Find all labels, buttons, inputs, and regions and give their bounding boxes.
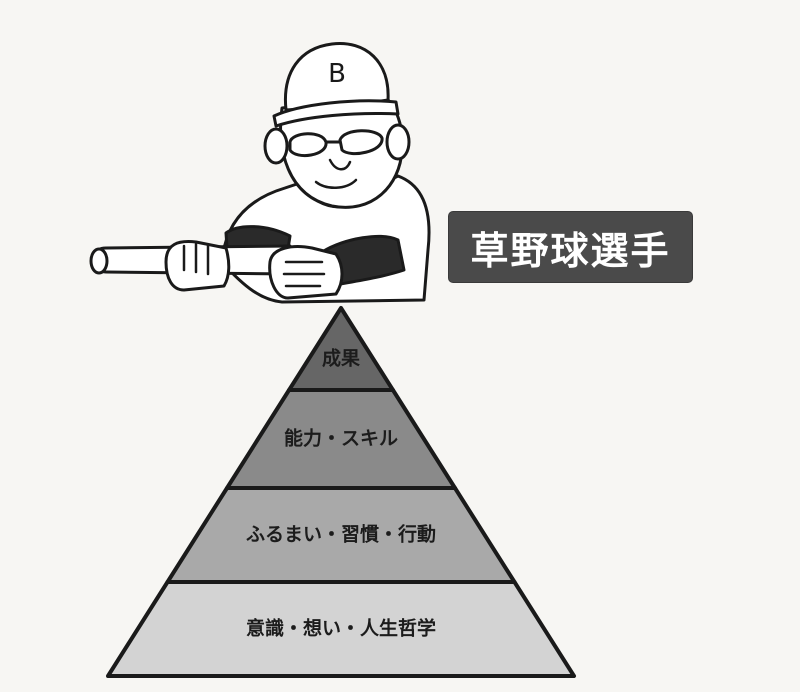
pyramid-tier-1-label: 成果: [322, 346, 360, 369]
pyramid-tier-3-label: ふるまい・習慣・行動: [246, 523, 436, 546]
player-nose: [328, 158, 352, 171]
player-right-hand-fingers: [282, 260, 326, 288]
player-face: [279, 94, 404, 209]
pyramid-tier-4-label: 意識・想い・人生哲学: [246, 617, 436, 640]
pyramid-tier-2-label: 能力・スキル: [284, 427, 398, 450]
player-right-hand: [268, 245, 344, 300]
player-left-hand: [164, 240, 231, 292]
player-left-hand-fingers: [182, 242, 210, 276]
player-cap-brim: [272, 99, 400, 128]
player-right-ear: [385, 123, 411, 161]
badge-label: 草野球選手: [470, 228, 671, 273]
player-mouth: [314, 178, 358, 189]
cap-letter: B: [328, 59, 346, 89]
player-glasses: [288, 129, 384, 158]
player-type-badge: 草野球選手: [449, 212, 692, 282]
baseball-player-illustration: [89, 42, 431, 304]
player-left-ear: [263, 127, 289, 165]
bat-end: [89, 247, 109, 275]
pyramid-tier-4: [106, 580, 576, 678]
